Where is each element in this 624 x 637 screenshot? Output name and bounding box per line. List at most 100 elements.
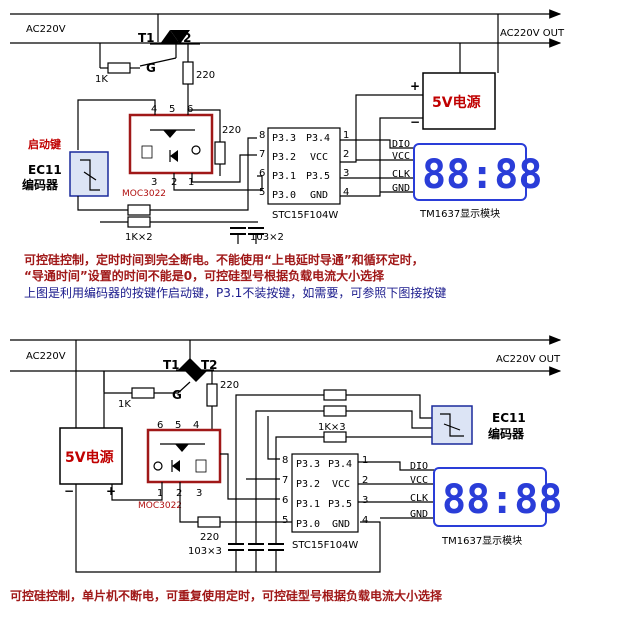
t1-label-2: T1 — [163, 358, 180, 372]
mcu-chip-2 — [291, 453, 359, 533]
resistor-220-b-2 — [197, 516, 221, 528]
wire — [340, 139, 414, 149]
ac-out-label-2: AC220V OUT — [496, 354, 561, 365]
display-name-2: TM1637显示模块 — [441, 535, 522, 547]
capacitor-103-x2 — [230, 227, 264, 244]
t2-label-1: T2 — [175, 31, 192, 45]
psu-label-2: 5V电源 — [65, 449, 114, 466]
switch-contact-icon — [80, 159, 100, 191]
mcu-label: P3.1 — [296, 499, 320, 510]
r220b-label-1: 220 — [222, 125, 241, 136]
ec11-label-1: EC11 — [28, 163, 62, 177]
mcu-pin: 6 — [259, 168, 265, 179]
mcu-pin: 5 — [282, 515, 288, 526]
mcu-name-2: STC15F104W — [292, 540, 358, 551]
psu-plus-2: + — [106, 484, 116, 498]
bus-label: VCC — [392, 151, 410, 162]
resistor-1k-1 — [107, 62, 131, 74]
ac-out-label-1: AC220V OUT — [500, 28, 565, 39]
wire — [346, 410, 432, 429]
ac-in-label-2: AC220V — [26, 351, 66, 362]
bus-label: CLK — [392, 169, 410, 180]
ec11-switch-2[interactable] — [431, 405, 473, 445]
display-name-1: TM1637显示模块 — [419, 208, 500, 220]
psu-minus-2: − — [64, 484, 74, 498]
mcu-label: P3.4 — [328, 459, 352, 470]
wire — [77, 196, 128, 211]
moc-pin: 3 — [151, 177, 157, 188]
moc-label-2: MOC3022 — [138, 501, 182, 511]
switch-lever-icon — [83, 171, 97, 181]
moc-pin: 4 — [151, 104, 157, 115]
capacitor-103-x3 — [228, 543, 284, 572]
circuit-2: AC220V AC220V OUT T1 T2 G 1K 220 6 5 4 1… — [10, 335, 562, 573]
ec11-switch-1[interactable] — [69, 151, 109, 197]
mcu-label: P3.2 — [272, 152, 296, 163]
mcu-label: P3.0 — [296, 519, 320, 530]
psu-box-2 — [59, 427, 123, 485]
note1-line3: 上图是利用编码器的按键作启动键，P3.1不装按键，如需要，可参照下图接按键 — [24, 285, 446, 300]
wire — [191, 154, 257, 183]
mcu-pin: 7 — [282, 475, 288, 486]
r1kx2-label: 1K×2 — [125, 232, 153, 243]
ec11-sublabel-2: 编码器 — [487, 426, 525, 441]
note1-line1: 可控硅控制，定时时间到完全断电。不能使用“上电延时导通”和循环定时， — [24, 252, 424, 267]
moc-pin: 6 — [157, 420, 163, 431]
bus-label: CLK — [410, 493, 428, 504]
bus-label: VCC — [410, 475, 428, 486]
wire — [340, 94, 423, 163]
wire — [340, 117, 423, 197]
resistor-220-a-2 — [206, 383, 218, 407]
c103x3-label: 103×3 — [188, 546, 222, 557]
gate-label-2: G — [172, 388, 182, 402]
wire — [275, 436, 324, 544]
note2-line1: 可控硅控制，单片机不断电，可重复使用定时，可控硅型号根据负载电流大小选择 — [10, 588, 443, 603]
resistor-220-b-1 — [214, 141, 226, 165]
resistor-1k-x2-a — [127, 204, 151, 216]
mcu-pin: 3 — [362, 495, 368, 506]
psu-label-1: 5V电源 — [432, 94, 481, 111]
triac-symbol-1 — [150, 30, 200, 58]
t2-label-2: T2 — [201, 358, 218, 372]
mcu-pin: 7 — [259, 149, 265, 160]
mcu-pin: 1 — [343, 130, 349, 141]
moc-box-1 — [128, 113, 214, 175]
opto-diac-icon — [153, 443, 207, 473]
mcu-label: GND — [310, 190, 328, 201]
start-key-label: 启动键 — [28, 137, 62, 151]
moc-box-2 — [146, 428, 222, 484]
mcu-label: VCC — [310, 152, 328, 163]
psu-minus-1: − — [410, 115, 420, 129]
display-module-1 — [413, 143, 527, 201]
display-digits-1: 88:88 — [422, 152, 542, 198]
ec11-sublabel-1: 编码器 — [21, 177, 59, 192]
ec11-label-2: EC11 — [492, 411, 526, 425]
display-digits-2: 88:88 — [442, 477, 562, 523]
moc-pin: 5 — [169, 104, 175, 115]
bus-label: DIO — [410, 461, 428, 472]
moc-pin: 1 — [188, 177, 194, 188]
moc-pin: 4 — [193, 420, 199, 431]
resistor-1k-x2-b — [127, 216, 151, 228]
resistor-1k-x3-c — [323, 431, 347, 443]
moc-pin: 1 — [157, 488, 163, 499]
bus-label: GND — [410, 509, 428, 520]
wire — [154, 381, 191, 394]
mcu-pin: 6 — [282, 495, 288, 506]
mcu-label: P3.5 — [306, 171, 330, 182]
wire — [139, 57, 177, 67]
opto-diac-icon — [141, 129, 201, 162]
t1-label-1: T1 — [138, 31, 155, 45]
wire — [358, 461, 434, 471]
mcu-pin: 4 — [343, 187, 349, 198]
moc-label-1: MOC3022 — [122, 189, 166, 199]
mcu-label: P3.2 — [296, 479, 320, 490]
mcu-pin: 8 — [259, 130, 265, 141]
switch-contact-icon — [440, 413, 464, 437]
psu-box-1 — [422, 72, 496, 130]
mcu-label: P3.5 — [328, 499, 352, 510]
resistor-220-a-1 — [182, 61, 194, 85]
mcu-pin: 1 — [362, 455, 368, 466]
wire — [220, 453, 280, 500]
